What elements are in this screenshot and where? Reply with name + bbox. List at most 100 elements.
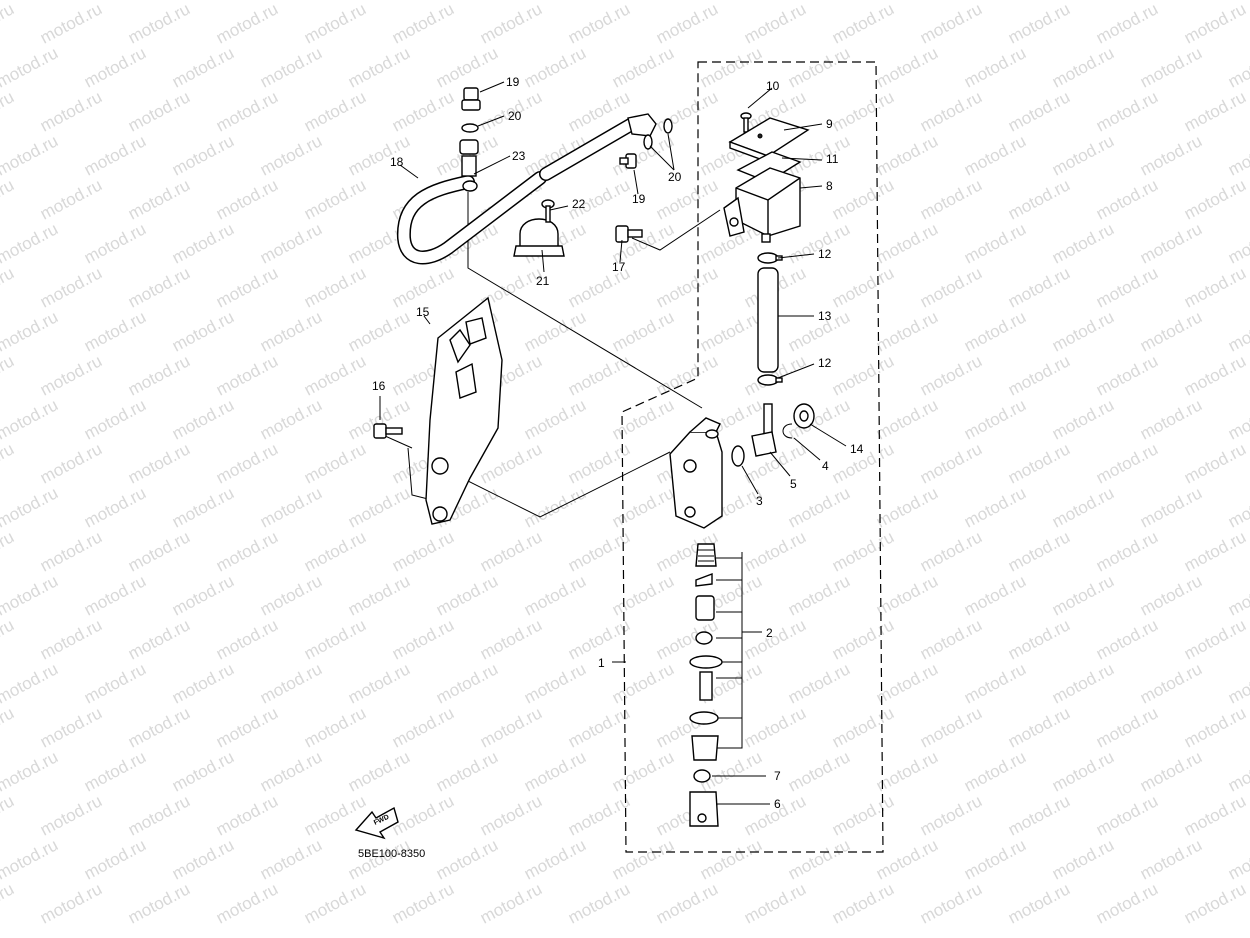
watermark-text: motod.ru [609, 747, 677, 795]
watermark-text: motod.ru [257, 131, 325, 179]
watermark-text: motod.ru [301, 351, 369, 399]
watermark-text: motod.ru [961, 43, 1029, 91]
callout-20b: 20 [668, 170, 682, 184]
watermark-text: motod.ru [477, 527, 545, 575]
fwd-arrow: FWD [354, 806, 399, 840]
hose-clip [462, 180, 478, 192]
watermark-text: motod.ru [125, 0, 193, 48]
watermark-text: motod.ru [125, 351, 193, 399]
callout-19b: 19 [632, 192, 646, 206]
reservoir-hose-short [757, 267, 779, 373]
watermark-text: motod.ru [0, 659, 61, 707]
watermark-text: motod.ru [1049, 747, 1117, 795]
watermark-text: motod.ru [1005, 879, 1073, 927]
watermark-text: motod.ru [257, 659, 325, 707]
watermark-text: motod.ru [125, 87, 193, 135]
union-bolt-right [619, 153, 637, 169]
watermark-text: motod.ru [1137, 747, 1205, 795]
watermark-text: motod.ru [257, 307, 325, 355]
assembly-boundary [621, 61, 884, 853]
watermark-text: motod.ru [213, 703, 281, 751]
watermark-text: motod.ru [653, 351, 721, 399]
watermark-text: motod.ru [1181, 175, 1249, 223]
watermark-text: motod.ru [917, 87, 985, 135]
watermark-text: motod.ru [609, 659, 677, 707]
watermark-text: motod.ru [1093, 351, 1161, 399]
callout-4: 4 [822, 459, 829, 473]
watermark-text: motod.ru [1049, 659, 1117, 707]
callout-15: 15 [416, 305, 430, 319]
cylinder-kit [689, 543, 723, 761]
watermark-text: motod.ru [565, 351, 633, 399]
callout-9: 9 [826, 117, 833, 131]
watermark-text: motod.ru [301, 263, 369, 311]
watermark-text: motod.ru [829, 87, 897, 135]
watermark-text: motod.ru [1049, 395, 1117, 443]
watermark-text: motod.ru [1181, 879, 1249, 927]
watermark-text: motod.ru [1225, 483, 1250, 531]
watermark-text: motod.ru [785, 835, 853, 883]
watermark-text: motod.ru [0, 219, 61, 267]
watermark-text: motod.ru [521, 835, 589, 883]
watermark-text: motod.ru [1181, 615, 1249, 663]
callout-6: 6 [774, 797, 781, 811]
watermark-text: motod.ru [1093, 615, 1161, 663]
watermark-text: motod.ru [389, 791, 457, 839]
watermark-text: motod.ru [389, 703, 457, 751]
watermark-text: motod.ru [697, 835, 765, 883]
watermark-text: motod.ru [1005, 527, 1073, 575]
clevis [689, 791, 719, 827]
watermark-text: motod.ru [1093, 791, 1161, 839]
watermark-text: motod.ru [37, 439, 105, 487]
watermark-text: motod.ru [1005, 175, 1073, 223]
hose-holder [513, 218, 565, 257]
watermark-text: motod.ru [1093, 175, 1161, 223]
watermark-text: motod.ru [741, 703, 809, 751]
watermark-text: motod.ru [125, 439, 193, 487]
watermark-text: motod.ru [1005, 439, 1073, 487]
callout-1: 1 [598, 656, 605, 670]
watermark-text: motod.ru [565, 791, 633, 839]
watermark-text: motod.ru [169, 43, 237, 91]
watermark-text: motod.ru [125, 263, 193, 311]
watermark-text: motod.ru [1137, 483, 1205, 531]
watermark-text: motod.ru [1181, 527, 1249, 575]
watermark-text: motod.ru [917, 527, 985, 575]
watermark-text: motod.ru [1225, 219, 1250, 267]
watermark-text: motod.ru [301, 527, 369, 575]
watermark-text: motod.ru [1137, 395, 1205, 443]
watermark-text: motod.ru [521, 307, 589, 355]
watermark-text: motod.ru [477, 791, 545, 839]
watermark-text: motod.ru [653, 263, 721, 311]
callout-leaders [379, 81, 847, 805]
watermark-text: motod.ru [433, 659, 501, 707]
watermark-text: motod.ru [0, 747, 61, 795]
watermark-text: motod.ru [301, 791, 369, 839]
watermark-text: motod.ru [81, 395, 149, 443]
watermark-text: motod.ru [213, 791, 281, 839]
watermark-text: motod.ru [961, 571, 1029, 619]
watermark-text: motod.ru [609, 307, 677, 355]
watermark-text: motod.ru [1181, 439, 1249, 487]
callout-12b: 12 [818, 356, 832, 370]
watermark-text: motod.ru [653, 0, 721, 48]
watermark-text: motod.ru [433, 43, 501, 91]
watermark-text: motod.ru [0, 87, 17, 135]
watermark-text: motod.ru [389, 879, 457, 927]
watermark-text: motod.ru [609, 835, 677, 883]
watermark-text: motod.ru [1225, 659, 1250, 707]
master-cylinder-body [669, 417, 723, 529]
watermark-text: motod.ru [917, 791, 985, 839]
watermark-text: motod.ru [1225, 747, 1250, 795]
watermark-text: motod.ru [829, 703, 897, 751]
watermark-text: motod.ru [1225, 395, 1250, 443]
watermark-text: motod.ru [0, 791, 17, 839]
watermark-text: motod.ru [1093, 87, 1161, 135]
callout-19a: 19 [506, 75, 520, 89]
callout-11: 11 [826, 152, 839, 166]
watermark-text: motod.ru [917, 351, 985, 399]
watermark-text: motod.ru [0, 835, 61, 883]
watermark-text: motod.ru [1181, 351, 1249, 399]
watermark-text: motod.ru [1225, 571, 1250, 619]
